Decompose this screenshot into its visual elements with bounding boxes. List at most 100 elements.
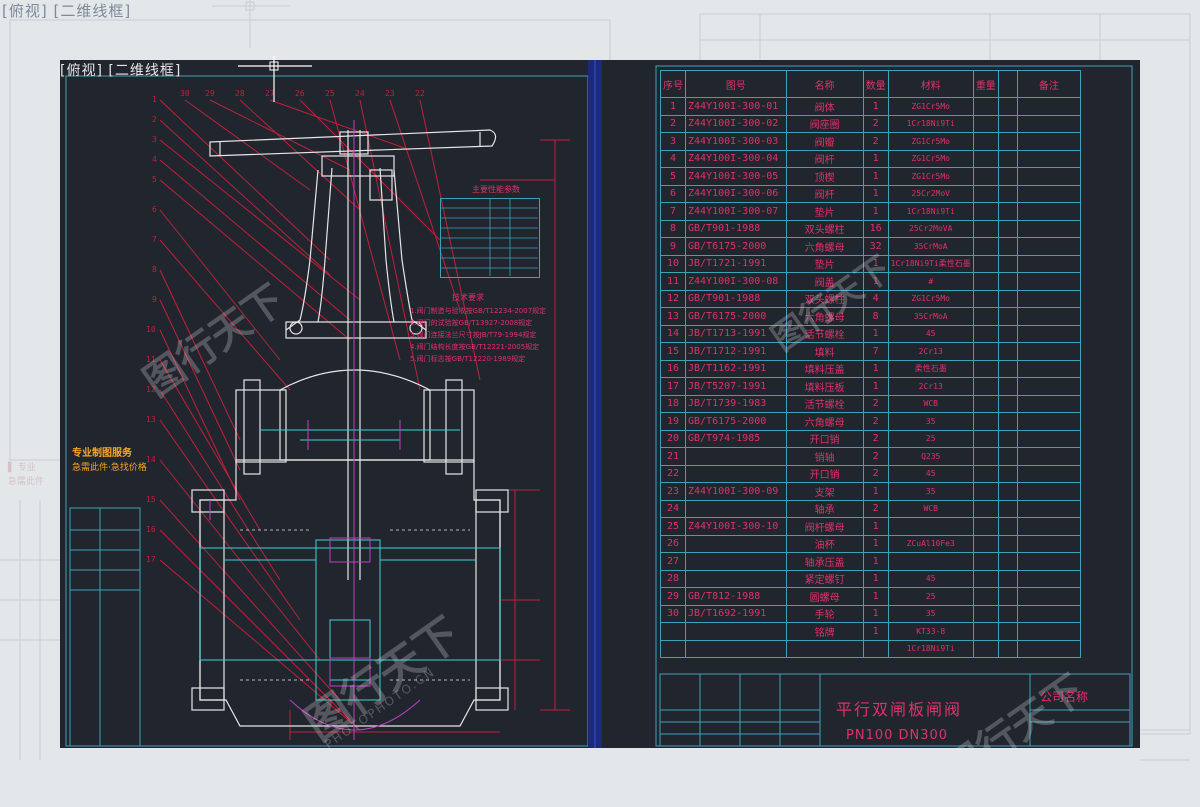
material-cell: 45 (887, 464, 974, 483)
quantity-cell: 2 (862, 447, 889, 466)
header-weight: 重量 (972, 70, 999, 98)
part-name-cell: 销轴 (785, 447, 864, 466)
svg-text:24: 24 (355, 89, 365, 98)
viewport-label[interactable]: [俯视] [二维线框] (60, 63, 182, 79)
remark-cell (1016, 237, 1082, 256)
part-number-cell: 13 (660, 307, 686, 326)
drawing-number-cell: Z44Y100I-300-01 (685, 97, 787, 116)
drawing-number-cell: GB/T6175-2000 (685, 237, 787, 256)
tech-requirement-line: 3.阀门连接法兰尺寸按JB/T79-1994规定 (410, 331, 537, 339)
weight-cell (972, 307, 999, 326)
svg-text:8: 8 (152, 265, 157, 274)
drawing-number-cell (685, 534, 787, 553)
quantity-cell: 1 (862, 569, 889, 588)
material-cell: Q235 (887, 447, 974, 466)
part-number-cell: 29 (660, 587, 686, 606)
part-name-cell: 开口销 (785, 429, 864, 448)
quantity-cell: 1 (862, 517, 889, 536)
material-cell: 2Cr13 (887, 377, 974, 396)
quantity-cell: 1 (862, 167, 889, 186)
tech-requirement-line: 2.阀门的试验按GB/T13927-2008规定 (410, 319, 533, 327)
part-number-cell: 8 (660, 219, 686, 238)
material-cell: 35 (887, 482, 974, 501)
svg-text:10: 10 (146, 325, 156, 334)
spec-box (440, 198, 540, 278)
drawing-number-cell: Z44Y100I-300-08 (685, 272, 787, 291)
cad-viewport[interactable]: [俯视] [二维线框] (60, 60, 1140, 748)
svg-text:27: 27 (265, 89, 275, 98)
remark-cell (1016, 482, 1082, 501)
remark-cell (1016, 622, 1082, 641)
tech-requirement-line: 5.阀门标志按GB/T12220-1989规定 (410, 355, 526, 363)
part-name-cell: 活节螺栓 (785, 394, 864, 413)
quantity-cell: 7 (862, 342, 889, 361)
weight-cell (972, 429, 999, 448)
header-material: 材料 (887, 70, 974, 98)
weight-cell (972, 219, 999, 238)
weight-cell (997, 534, 1018, 553)
svg-text:23: 23 (385, 89, 395, 98)
drawing-number-cell: JB/T1162-1991 (685, 359, 787, 378)
svg-text:30: 30 (180, 89, 190, 98)
drawing-number-cell: GB/T901-1988 (685, 289, 787, 308)
part-name-cell (785, 639, 864, 658)
quantity-cell: 1 (862, 202, 889, 221)
remark-cell (1016, 324, 1082, 343)
quantity-cell: 1 (862, 604, 889, 623)
part-number-cell: 7 (660, 202, 686, 221)
quantity-cell: 2 (862, 412, 889, 431)
drawing-number-cell: GB/T901-1988 (685, 219, 787, 238)
brand-subline: 急需此件·急找价格 (72, 463, 147, 473)
remark-cell (1016, 289, 1082, 308)
weight-cell (972, 184, 999, 203)
material-cell: 1Cr18Ni9Ti (887, 114, 974, 133)
weight-cell (997, 149, 1018, 168)
header-no: 序号 (660, 70, 686, 98)
material-cell: ZCuAl10Fe3 (887, 534, 974, 553)
svg-text:17: 17 (146, 555, 156, 564)
drawing-number-cell (685, 552, 787, 571)
header-qty: 数量 (862, 70, 889, 98)
drawing-number-cell: Z44Y100I-300-04 (685, 149, 787, 168)
remark-cell (1016, 552, 1082, 571)
quantity-cell: 1 (862, 587, 889, 606)
svg-text:6: 6 (152, 205, 157, 214)
material-cell: 45 (887, 569, 974, 588)
remark-cell (1016, 447, 1082, 466)
part-number-cell: 2 (660, 114, 686, 133)
weight-cell (972, 272, 999, 291)
material-cell: 2Cr13 (887, 342, 974, 361)
remark-cell (1016, 184, 1082, 203)
material-cell: 35 (887, 412, 974, 431)
drawing-number-cell (685, 499, 787, 518)
remark-cell (1016, 517, 1082, 536)
svg-text:3: 3 (152, 135, 157, 144)
material-cell (887, 552, 974, 571)
material-cell: 1Cr18Ni9Ti (887, 639, 974, 658)
material-cell: WCB (887, 394, 974, 413)
weight-cell (972, 517, 999, 536)
quantity-cell: 2 (862, 464, 889, 483)
tech-requirement-line: 1.阀门制造与验收按GB/T12234-2007规定 (410, 307, 547, 315)
part-name-cell: 顶楔 (785, 167, 864, 186)
company-name: 公司名称 (1040, 690, 1089, 704)
svg-text:11: 11 (146, 355, 156, 364)
material-cell: 25Cr2MoV (887, 184, 974, 203)
weight-cell (997, 254, 1018, 273)
drawing-number-cell: JB/T5207-1991 (685, 377, 787, 396)
part-number-cell: 19 (660, 412, 686, 431)
tech-requirements-title: 技术要求 (452, 293, 484, 302)
part-name-cell: 手轮 (785, 604, 864, 623)
weight-cell (972, 254, 999, 273)
weight-cell (997, 272, 1018, 291)
svg-text:15: 15 (146, 495, 156, 504)
weight-cell (972, 569, 999, 588)
